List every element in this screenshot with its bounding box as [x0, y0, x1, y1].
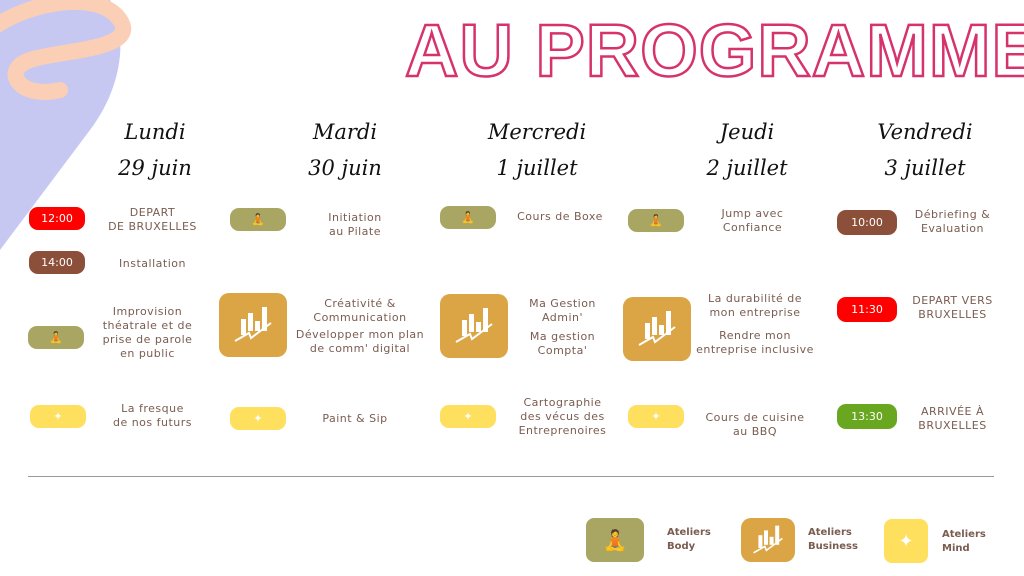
sparkle-icon: ✦ [230, 407, 286, 430]
sparkle-icon: ✦ [30, 405, 86, 428]
legend-mind-icon: ✦ [884, 519, 928, 563]
decorative-blob [0, 0, 131, 250]
body-workshop-icon: 🧘 [628, 209, 684, 232]
event-text: Débriefing & Evaluation [914, 208, 991, 235]
event-text: La fresque de nos futurs [112, 402, 193, 429]
legend-body-icon: 🧘 [586, 518, 644, 562]
event-text: ARRIVÉE À BRUXELLES [918, 405, 987, 432]
sparkle-icon: ✦ [440, 405, 496, 428]
event-text: Cours de Boxe [517, 210, 603, 223]
event-text: Ma Gestion Admin' [529, 297, 596, 324]
legend-business-icon [741, 518, 795, 562]
time-badge: 12:00 [29, 207, 85, 230]
legend-label: Ateliers Business [808, 527, 858, 552]
time-badge: 11:30 [837, 297, 897, 322]
time-badge: 14:00 [29, 251, 85, 274]
event-text: Cartographie des vécus des Entreprenoire… [518, 396, 607, 437]
event-text: DEPART DE BRUXELLES [108, 206, 197, 233]
divider [28, 476, 994, 477]
time-badge: 13:30 [837, 404, 897, 429]
time-badge: 10:00 [837, 210, 897, 235]
business-chart-icon [219, 293, 287, 357]
sparkle-icon: ✦ [628, 405, 684, 428]
event-text: Développer mon plan de comm' digital [295, 328, 425, 355]
body-workshop-icon: 🧘 [440, 206, 496, 229]
event-text: Rendre mon entreprise inclusive [696, 329, 814, 356]
event-text: Jump avec Confiance [721, 207, 784, 234]
business-chart-icon [440, 294, 508, 358]
legend-label: Ateliers Body [667, 527, 711, 552]
event-text: La durabilité de mon entreprise [707, 292, 803, 319]
legend-label: Ateliers Mind [942, 529, 986, 554]
event-text: Créativité & Communication [313, 297, 407, 324]
page-title: AU PROGRAMME [404, 8, 1024, 94]
event-text: Installation [119, 257, 186, 270]
event-text: Paint & Sip [322, 412, 388, 425]
event-text: Initiation au Pilate [328, 211, 382, 238]
event-text: DEPART VERS BRUXELLES [912, 294, 993, 321]
business-chart-icon [623, 297, 691, 361]
body-workshop-icon: 🧘 [230, 208, 286, 231]
event-text: Cours de cuisine au BBQ [705, 411, 805, 438]
event-text: Ma gestion Compta' [529, 330, 596, 357]
event-text: Improvision théatrale et de prise de par… [102, 305, 193, 360]
body-workshop-icon: 🧘 [28, 326, 84, 349]
